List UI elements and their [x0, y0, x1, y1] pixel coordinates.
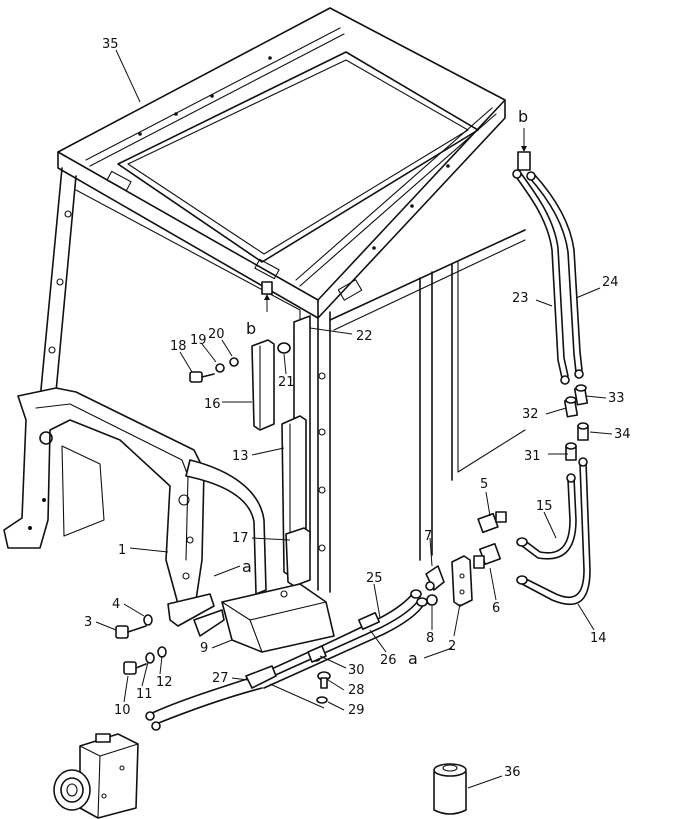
callout-6: 6 — [492, 601, 500, 616]
washer-11 — [145, 652, 155, 664]
elbow-fitting-6 — [473, 542, 502, 569]
tray-9 — [221, 583, 335, 653]
ref-b-top: b — [518, 107, 528, 126]
callout-27: 27 — [212, 671, 229, 686]
fitting-33 — [573, 384, 589, 406]
callout-5: 5 — [480, 477, 488, 492]
bolt-18 — [189, 371, 215, 383]
leader-lines — [95, 49, 613, 789]
ref-a-bottom: a — [408, 649, 418, 668]
receiver-drier-36 — [433, 763, 467, 815]
fitting-34 — [577, 422, 589, 441]
callout-19: 19 — [190, 333, 207, 348]
callout-14: 14 — [590, 631, 607, 646]
hose-15 — [516, 473, 577, 560]
washer-12 — [157, 646, 167, 658]
callout-7: 7 — [424, 529, 432, 544]
callout-32: 32 — [522, 407, 539, 422]
hose-24 — [526, 171, 584, 379]
washer-4 — [143, 614, 153, 626]
callout-10: 10 — [114, 703, 131, 718]
callout-9: 9 — [200, 641, 208, 656]
callout-1: 1 — [118, 543, 126, 558]
duct-tube — [185, 459, 267, 595]
washer-20 — [229, 357, 239, 367]
callout-18: 18 — [170, 339, 187, 354]
callout-20: 20 — [208, 327, 225, 342]
callout-25: 25 — [366, 571, 383, 586]
callout-16: 16 — [204, 397, 221, 412]
nut-8 — [425, 581, 438, 606]
callout-28: 28 — [348, 683, 365, 698]
callout-26: 26 — [380, 653, 397, 668]
clamp-30 — [307, 645, 327, 663]
washer-29 — [316, 696, 328, 704]
frame-foot-bracket — [167, 593, 225, 637]
callout-22: 22 — [356, 329, 373, 344]
hose-23 — [512, 169, 570, 385]
callout-8: 8 — [426, 631, 434, 646]
callout-35: 35 — [102, 37, 119, 52]
hose-25 — [259, 597, 425, 689]
callout-labels: 35 1 2 3 4 5 6 7 8 9 10 11 12 13 14 15 1… — [84, 37, 631, 780]
elbow-fitting-5 — [477, 511, 507, 534]
callout-4: 4 — [112, 597, 120, 612]
callout-13: 13 — [232, 449, 249, 464]
ref-b-top-arrow — [517, 128, 531, 171]
fitting-31 — [565, 442, 577, 461]
callout-33: 33 — [608, 391, 625, 406]
callout-21: 21 — [278, 375, 295, 390]
callout-30: 30 — [348, 663, 365, 678]
hose-14 — [516, 457, 591, 606]
callout-12: 12 — [156, 675, 173, 690]
ref-b-mid: b — [246, 319, 256, 338]
frame-1 — [3, 387, 205, 605]
ref-a-left: a — [242, 557, 252, 576]
callout-3: 3 — [84, 615, 92, 630]
callout-15: 15 — [536, 499, 553, 514]
bracket-16 — [251, 339, 275, 431]
callout-23: 23 — [512, 291, 529, 306]
callout-34: 34 — [614, 427, 631, 442]
clamp-27 — [245, 665, 325, 709]
bracket-17 — [285, 527, 311, 587]
compressor — [53, 733, 139, 819]
callout-2: 2 — [448, 639, 456, 654]
callout-24: 24 — [602, 275, 619, 290]
bolt-10 — [123, 661, 147, 675]
bolt-28 — [317, 671, 331, 689]
fitting-32 — [563, 396, 579, 418]
washer-19 — [215, 363, 225, 373]
callout-36: 36 — [504, 765, 521, 780]
bracket-2 — [451, 555, 473, 607]
callout-11: 11 — [136, 687, 153, 702]
callout-17: 17 — [232, 531, 249, 546]
callout-29: 29 — [348, 703, 365, 718]
callout-31: 31 — [524, 449, 541, 464]
nut-21 — [277, 342, 291, 354]
ref-b-mid-arrow — [261, 281, 273, 312]
bolt-3 — [115, 625, 147, 639]
cab-roof — [57, 7, 506, 319]
cab-body — [39, 167, 526, 593]
